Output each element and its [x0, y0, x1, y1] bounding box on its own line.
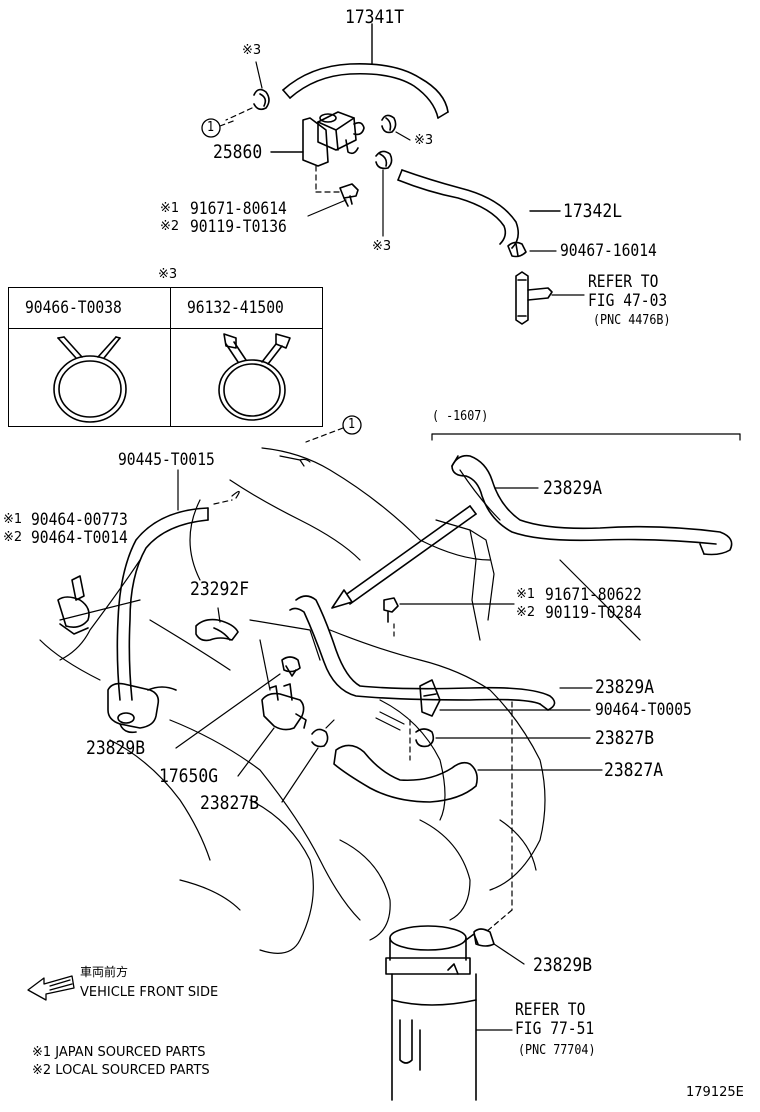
clip-90464-T0005: [419, 679, 441, 717]
ref1-line2: FIG 47-03: [588, 291, 668, 311]
label-90464-00773: 90464-00773: [31, 510, 128, 530]
label-23829A-top: 23829A: [543, 477, 603, 499]
clamp-96132-41500-icon: [218, 333, 291, 421]
label-25860: 25860: [213, 141, 263, 163]
table-divider-h: [9, 328, 322, 329]
clamp-table: 90466-T0038 96132-41500: [8, 287, 323, 427]
table-divider-v: [170, 288, 171, 426]
ref1-line1: REFER TO: [588, 272, 659, 292]
label-23827B-right: 23827B: [595, 727, 655, 749]
clamp-23827B-right: [415, 728, 435, 748]
clamp-23827B-left: [311, 728, 329, 748]
mark-2-left: ※2: [3, 530, 23, 545]
mark-1-top: ※1: [160, 201, 180, 216]
engine-outline: [39, 447, 641, 954]
table-col1: 90466-T0038: [25, 298, 122, 318]
note-japan-sourced: ※1 JAPAN SOURCED PARTS: [32, 1045, 206, 1060]
mark-2-top: ※2: [160, 219, 180, 234]
label-91671-80614: 91671-80614: [190, 199, 287, 219]
circle-marker-top: [201, 118, 221, 138]
t-fitting: [515, 271, 553, 325]
clip-right: [381, 114, 397, 134]
date-bracket: [431, 433, 741, 441]
fitting-23829B: [281, 656, 301, 677]
assembly-arrow: [331, 505, 477, 609]
label-17341T: 17341T: [345, 6, 405, 28]
mark-3-top: ※3: [242, 43, 262, 58]
date-range: ( -1607): [432, 409, 489, 424]
label-23292F: 23292F: [190, 578, 250, 600]
circle-marker-mid-label: 1: [348, 417, 356, 432]
front-arrow-icon: [27, 975, 75, 1001]
charcoal-canister: [385, 925, 479, 1101]
label-23827A: 23827A: [604, 759, 664, 781]
label-23829B-left: 23829B: [86, 737, 146, 759]
ref2-line2: FIG 77-51: [515, 1019, 595, 1039]
clip-90467: [507, 241, 527, 258]
clip-top-left: [253, 88, 270, 111]
ref1-line3: (PNC 4476B): [593, 313, 671, 328]
label-23829A-mid: 23829A: [595, 676, 655, 698]
label-90467-16014: 90467-16014: [560, 241, 657, 261]
mark-1-left: ※1: [3, 512, 23, 527]
ref2-line3: (PNC 77704): [518, 1043, 596, 1058]
mark-3-bottom: ※3: [372, 239, 392, 254]
figure-id: 179125E: [686, 1085, 744, 1100]
hose-17341T: [282, 62, 449, 119]
part-23292F: [195, 618, 239, 642]
label-90119-T0136: 90119-T0136: [190, 217, 287, 237]
hose-23829A-mid: [289, 595, 556, 711]
table-col2: 96132-41500: [187, 298, 284, 318]
note-local-sourced: ※2 LOCAL SOURCED PARTS: [32, 1063, 210, 1078]
clamp-90466-T0038-icon: [53, 336, 127, 423]
hose-90445: [116, 507, 209, 701]
label-90119-T0284: 90119-T0284: [545, 603, 642, 623]
bolt-top: [339, 183, 359, 207]
front-side-en: VEHICLE FRONT SIDE: [80, 985, 219, 1000]
bolt-mid: [383, 597, 399, 623]
clip-90464-left: [57, 575, 90, 635]
mark-3-right: ※3: [414, 133, 434, 148]
label-17650G: 17650G: [159, 765, 219, 787]
clip-lower: [375, 150, 393, 170]
label-90464-T0014: 90464-T0014: [31, 528, 128, 548]
vsv-25860: [302, 111, 365, 167]
mark-1-right: ※1: [516, 587, 536, 602]
ref2-line1: REFER TO: [515, 1000, 586, 1020]
circle-marker-top-label: 1: [207, 120, 215, 135]
mark-3-table: ※3: [158, 267, 178, 282]
label-90464-T0005: 90464-T0005: [595, 700, 692, 720]
hose-17342L: [397, 169, 520, 249]
label-91671-80622: 91671-80622: [545, 585, 642, 605]
mark-2-right: ※2: [516, 605, 536, 620]
valve-17650G: [261, 683, 307, 731]
valve-assembly-left: [107, 682, 177, 734]
circle-marker-mid: [342, 415, 362, 435]
label-90445-T0015: 90445-T0015: [118, 450, 215, 470]
label-23827B-left: 23827B: [200, 792, 260, 814]
label-17342L: 17342L: [563, 200, 623, 222]
hose-23829A-top: [451, 454, 733, 556]
front-side-jp: 車両前方: [80, 965, 129, 979]
label-23829B-bottom: 23829B: [533, 954, 593, 976]
hose-23827A: [333, 744, 478, 803]
